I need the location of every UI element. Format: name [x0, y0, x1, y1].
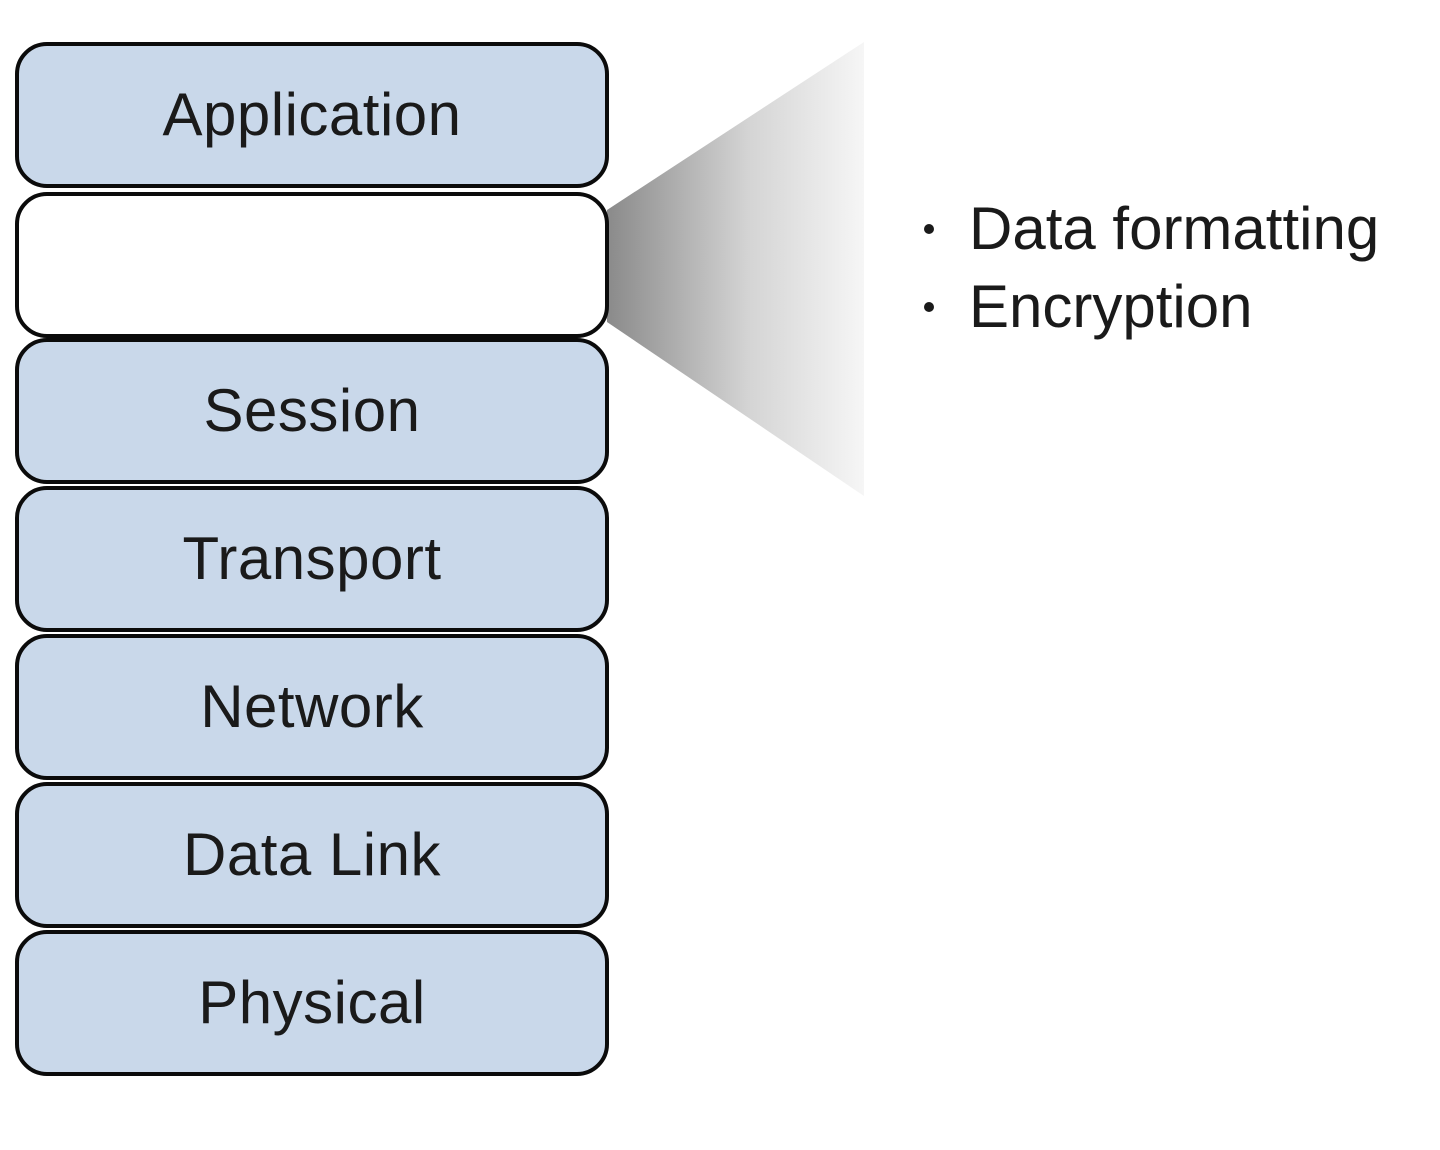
layer-label: Data Link: [183, 821, 441, 888]
layer-session: Session: [15, 338, 609, 484]
layer-label: Network: [200, 673, 424, 740]
layer-network: Network: [15, 634, 609, 780]
layer-label: Transport: [182, 525, 442, 592]
layer-label: Session: [203, 377, 421, 444]
layer-label: Physical: [198, 969, 426, 1036]
bullet-icon: [924, 302, 934, 312]
bullet-icon: [924, 224, 934, 234]
list-item: Encryption: [918, 268, 1379, 346]
list-item: Data formatting: [918, 190, 1379, 268]
layer-physical: Physical: [15, 930, 609, 1076]
layer-label: Application: [162, 81, 462, 148]
layer-transport: Transport: [15, 486, 609, 632]
layer-highlighted-blank: [15, 192, 609, 338]
layer-data-link: Data Link: [15, 782, 609, 928]
callout-bullet-list: Data formatting Encryption: [918, 190, 1379, 346]
layer-application: Application: [15, 42, 609, 188]
bullet-text: Data formatting: [969, 195, 1380, 262]
bullet-text: Encryption: [969, 273, 1253, 340]
